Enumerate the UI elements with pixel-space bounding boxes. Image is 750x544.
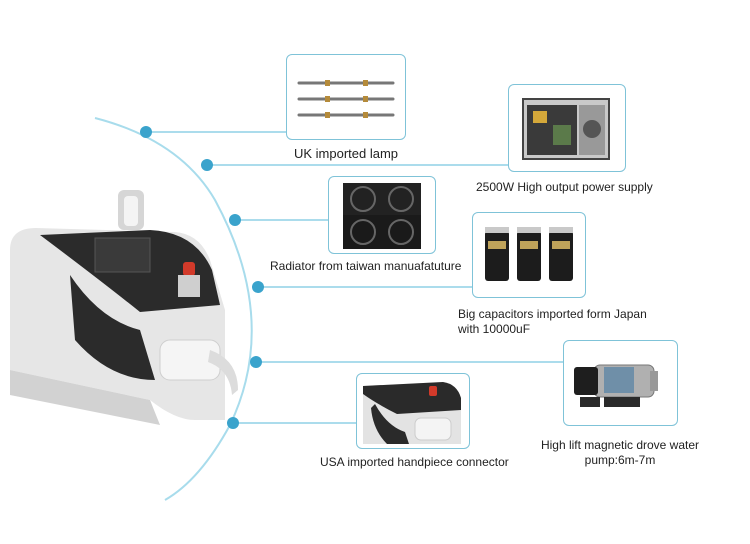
caption-radiator: Radiator from taiwan manuafatuture <box>270 259 462 273</box>
caption-connector: USA imported handpiece connector <box>320 455 509 469</box>
caption-pump-line1: High lift magnetic drove water <box>540 438 700 452</box>
caption-pump-line2: pump:6m-7m <box>584 453 656 467</box>
caption-lamp: UK imported lamp <box>293 146 399 161</box>
node-dot-capacitors <box>252 281 264 293</box>
radiator-photo-frame <box>328 176 436 254</box>
pump-photo-frame <box>563 340 678 426</box>
caption-power: 2500W High output power supply <box>476 180 653 194</box>
capacitors-icon <box>485 227 573 281</box>
water-pump-icon <box>574 364 658 407</box>
curved-arc <box>94 117 253 501</box>
node-dot-power <box>201 159 213 171</box>
node-dot-pump <box>250 356 262 368</box>
connector-photo-frame <box>356 373 470 449</box>
node-dot-radiator <box>229 214 241 226</box>
node-dot-connector <box>227 417 239 429</box>
ipl-machine-illustration <box>10 190 238 425</box>
lamp-tubes-icon <box>297 80 395 118</box>
handpiece-connector-icon <box>363 382 461 444</box>
radiator-fans-icon <box>343 183 421 249</box>
capacitors-photo-frame <box>472 212 586 298</box>
node-dot-lamp <box>140 126 152 138</box>
lamp-photo-frame <box>286 54 406 140</box>
power-supply-photo-frame <box>508 84 626 172</box>
caption-capacitors-line2: with 10000uF <box>458 322 531 336</box>
caption-capacitors-line1: Big capacitors imported form Japan <box>458 307 647 321</box>
power-supply-icon <box>522 98 610 160</box>
